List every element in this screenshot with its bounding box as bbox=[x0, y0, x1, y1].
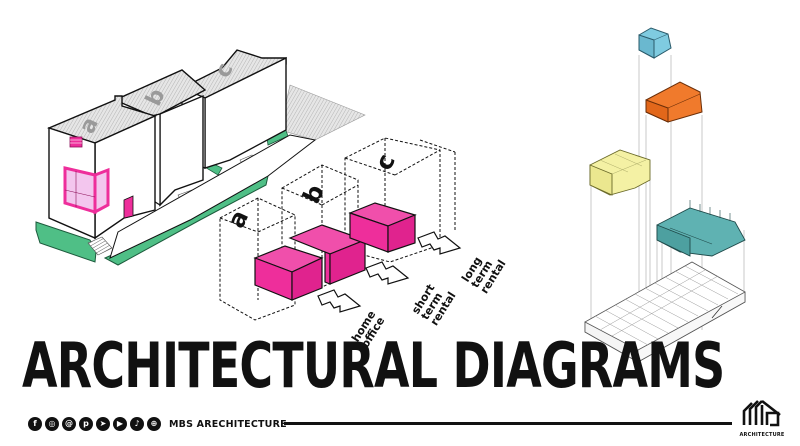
pink-vent bbox=[69, 136, 83, 148]
social-icons: f ◎ @ p ➤ ▶ ♪ ⊕ bbox=[28, 417, 161, 431]
logo-text: ARCHITECTURE bbox=[739, 432, 785, 438]
axo-layer-middle-level bbox=[589, 149, 651, 196]
facebook-icon[interactable]: f bbox=[28, 417, 42, 431]
pink-box-c-side bbox=[387, 214, 416, 253]
threads-icon[interactable]: @ bbox=[62, 417, 76, 431]
tiktok-icon[interactable]: ♪ bbox=[130, 417, 144, 431]
sidewalk bbox=[109, 134, 317, 259]
brand-name: MBS ARECHITECTURE bbox=[169, 418, 287, 430]
instagram-icon[interactable]: ◎ bbox=[45, 417, 59, 431]
stairs-a bbox=[87, 236, 113, 256]
page-title: ARCHITECTURAL DIAGRAMS bbox=[22, 329, 725, 402]
footer-divider bbox=[284, 422, 732, 425]
pink-box-b-side bbox=[329, 239, 366, 285]
axo-layer-ground-base bbox=[584, 261, 746, 363]
axo-layer-lower-level bbox=[656, 200, 746, 257]
telegram-icon[interactable]: ➤ bbox=[96, 417, 110, 431]
pinterest-icon[interactable]: p bbox=[79, 417, 93, 431]
arrow-long-term bbox=[417, 231, 462, 255]
arrow-home-office bbox=[317, 289, 362, 313]
youtube-icon[interactable]: ▶ bbox=[113, 417, 127, 431]
axo-layer-upper-level bbox=[645, 81, 703, 123]
website-icon[interactable]: ⊕ bbox=[147, 417, 161, 431]
green-planter-front bbox=[35, 221, 97, 263]
axo-layer-roof-cap bbox=[638, 27, 672, 59]
mbs-logo-icon bbox=[742, 399, 781, 427]
pink-door bbox=[123, 195, 134, 219]
pink-box-a-side bbox=[291, 257, 323, 301]
arrow-short-term bbox=[365, 261, 410, 285]
footer-bar: f ◎ @ p ➤ ▶ ♪ ⊕ MBS ARECHITECTURE bbox=[28, 413, 287, 435]
corner-window-right bbox=[93, 167, 110, 215]
